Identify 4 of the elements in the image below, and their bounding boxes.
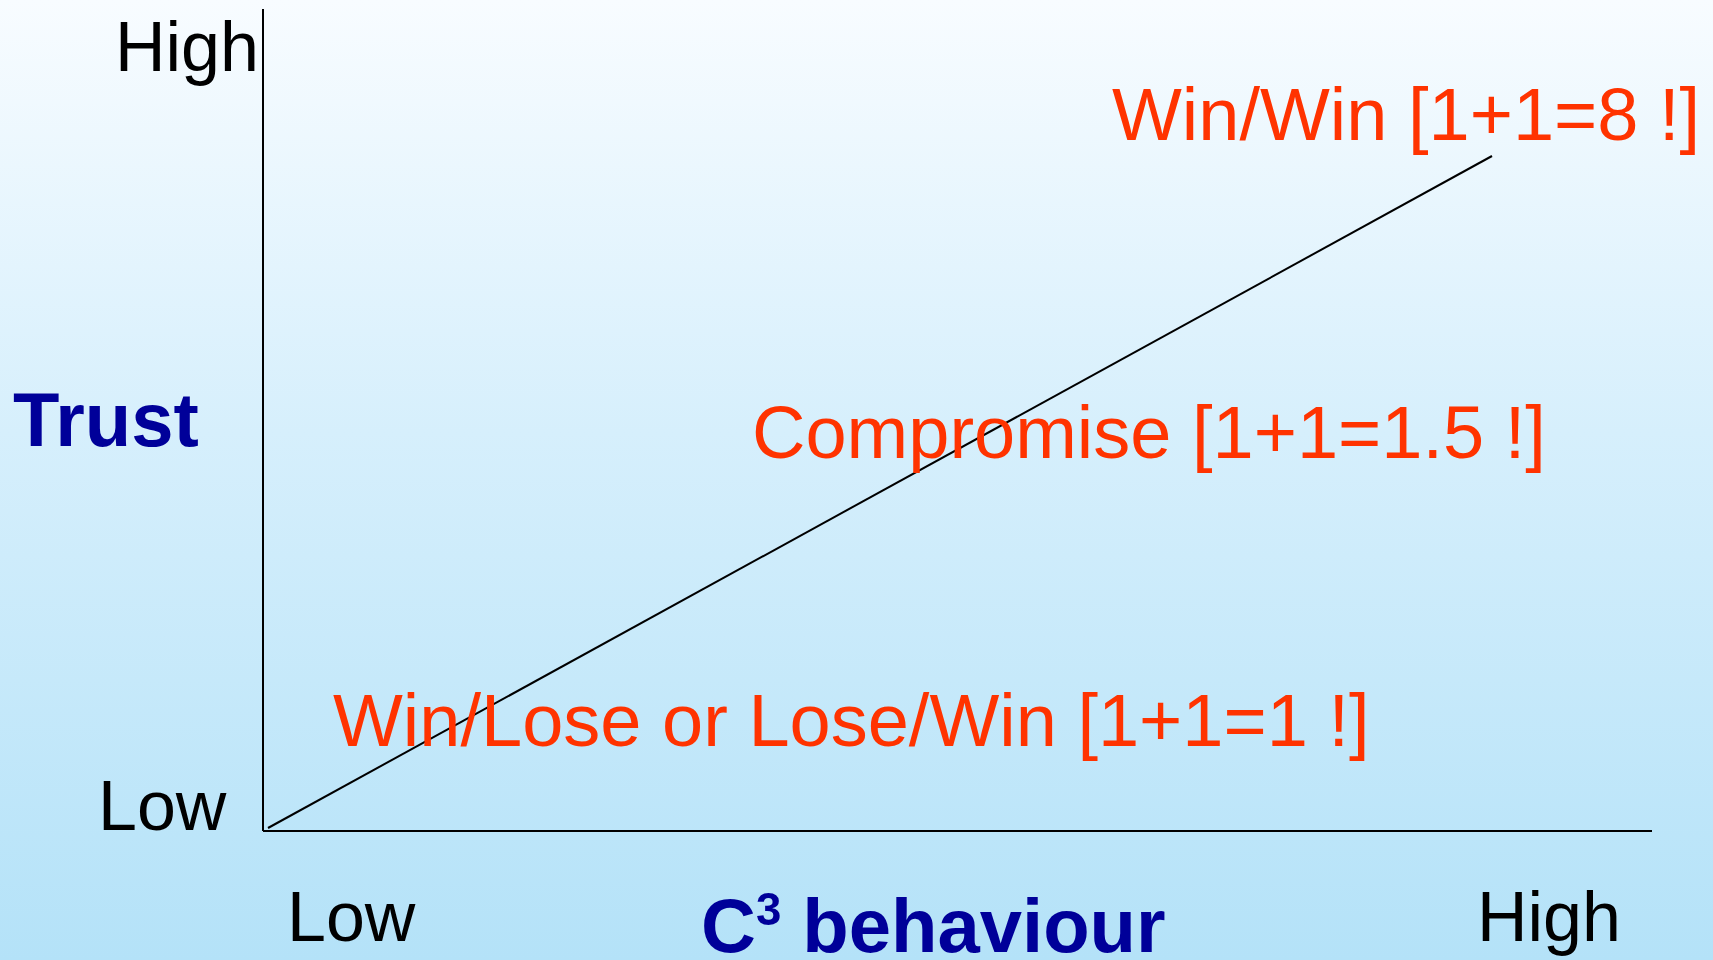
axis-tick-label: Low — [287, 882, 416, 952]
axis-title: Trust — [13, 382, 199, 458]
axis-title: C$^{3}$ behaviour — [701, 888, 1166, 960]
axis-tick-label: Low — [98, 771, 227, 841]
